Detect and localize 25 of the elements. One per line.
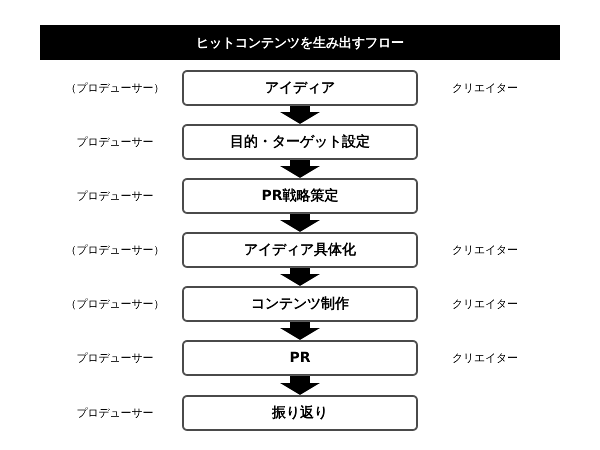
role-label: （プロデューサー） (66, 242, 164, 258)
arrow (280, 322, 320, 340)
process-box: PR戦略策定 (182, 178, 418, 214)
role-label: プロデューサー (76, 350, 154, 366)
role-label: クリエイター (452, 242, 518, 258)
role-label: クリエイター (452, 80, 518, 96)
arrow (280, 376, 320, 395)
process-box: 目的・ターゲット設定 (182, 124, 418, 160)
process-box: アイディア具体化 (182, 232, 418, 268)
arrow (280, 106, 320, 124)
title-bar: ヒットコンテンツを生み出すフロー (40, 25, 560, 60)
role-label: プロデューサー (76, 188, 154, 204)
process-box: コンテンツ制作 (182, 286, 418, 322)
role-label: （プロデューサー） (66, 296, 164, 312)
process-box: PR (182, 340, 418, 376)
role-label: プロデューサー (76, 134, 154, 150)
role-label: プロデューサー (76, 406, 154, 420)
role-label: （プロデューサー） (66, 80, 164, 96)
arrow (280, 214, 320, 232)
process-box: 振り返り (182, 395, 418, 431)
role-label: クリエイター (452, 350, 518, 366)
arrow (280, 160, 320, 178)
role-label: クリエイター (452, 296, 518, 312)
process-box: アイディア (182, 70, 418, 106)
arrow (280, 268, 320, 286)
